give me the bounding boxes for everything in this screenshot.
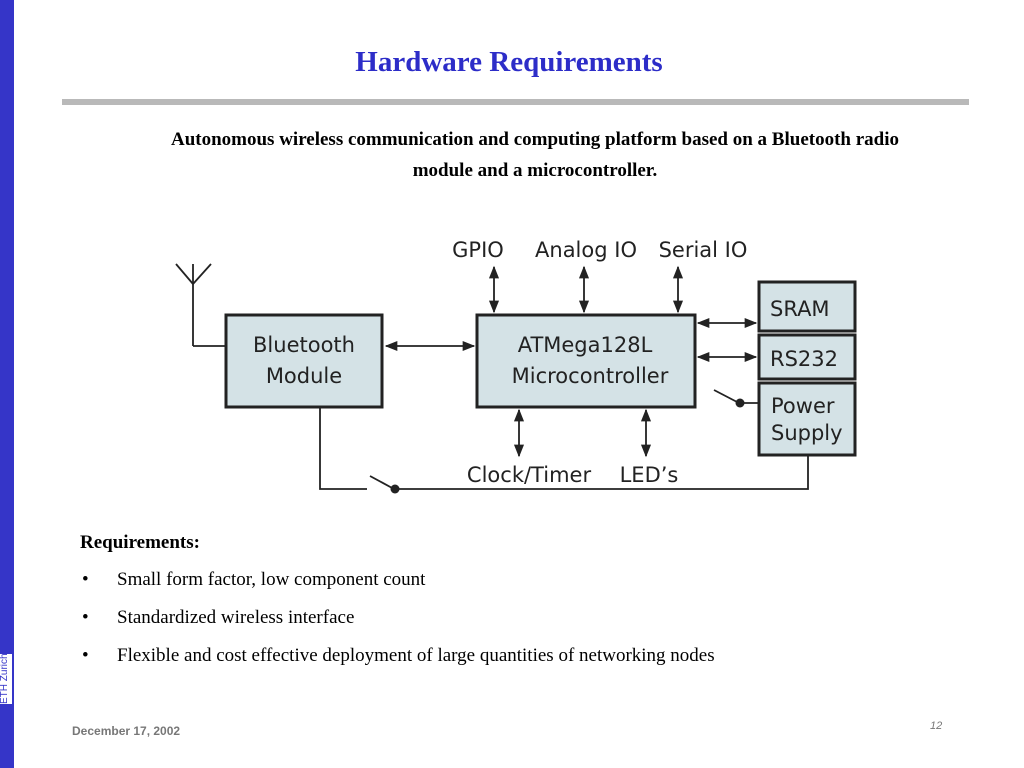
page-number: 12 — [930, 720, 943, 732]
requirement-text: Standardized wireless interface — [117, 607, 355, 628]
bt-power-switch-icon — [319, 407, 809, 494]
subtitle-line-2: module and a microcontroller. — [412, 160, 658, 181]
footer-date: December 17, 2002 — [72, 724, 181, 738]
title-divider — [62, 99, 969, 105]
clock-timer-label: Clock/Timer — [467, 463, 592, 487]
leds-label: LED’s — [620, 463, 679, 487]
bullet-icon: • — [82, 607, 89, 628]
rs232-block: RS232 — [757, 333, 857, 381]
slide-subtitle: Autonomous wireless communication and co… — [80, 124, 990, 186]
microcontroller-block: ATMega128L Microcontroller — [475, 313, 697, 409]
power-supply-block: Power Supply — [757, 381, 857, 457]
subtitle-line-1: Autonomous wireless communication and co… — [170, 129, 900, 150]
antenna-icon — [175, 263, 226, 347]
analog-io-label: Analog IO — [535, 238, 637, 262]
power-label-1: Power — [771, 394, 835, 418]
mcu-label-2: Microcontroller — [512, 364, 669, 388]
bullet-icon: • — [82, 569, 89, 590]
sram-block: SRAM — [757, 280, 857, 333]
power-label-2: Supply — [771, 421, 843, 445]
bluetooth-label-2: Module — [266, 364, 342, 388]
bluetooth-module-block: Bluetooth Module — [224, 313, 384, 409]
mcu-label-1: ATMega128L — [518, 333, 653, 357]
gpio-label: GPIO — [452, 238, 504, 262]
requirement-text: Small form factor, low component count — [117, 569, 426, 590]
bluetooth-label-1: Bluetooth — [253, 333, 355, 357]
requirements-heading: Requirements: — [80, 532, 200, 553]
serial-io-label: Serial IO — [659, 238, 748, 262]
power-switch-icon — [713, 389, 759, 408]
slide-title: Hardware Requirements — [355, 46, 663, 78]
sidebar-bar — [0, 0, 14, 768]
bullet-icon: • — [82, 645, 89, 666]
sram-label: SRAM — [770, 297, 830, 321]
requirement-text: Flexible and cost effective deployment o… — [117, 645, 715, 666]
rs232-label: RS232 — [770, 347, 838, 371]
